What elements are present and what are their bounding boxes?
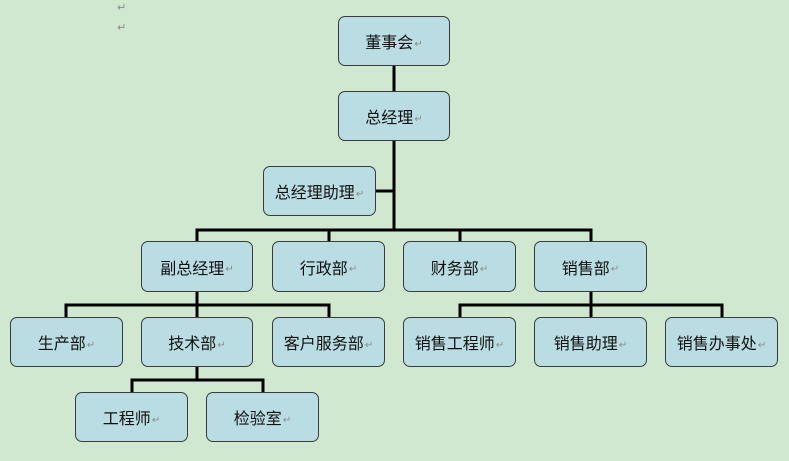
node-sales-office[interactable]: 销售办事处↵ [665,317,778,367]
node-gm-assistant[interactable]: 总经理助理↵ [263,166,376,216]
paragraph-mark: ↵ [364,339,374,351]
paragraph-mark: ↵ [282,414,292,426]
node-label: 总经理助理 [274,183,355,202]
node-label: 销售工程师 [414,334,495,353]
node-customer-service[interactable]: 客户服务部↵ [272,317,385,367]
node-board[interactable]: 董事会↵ [338,16,450,66]
node-label: 销售办事处 [676,334,757,353]
paragraph-mark: ↵ [151,414,161,426]
node-inspection[interactable]: 检验室↵ [206,392,319,442]
node-sales[interactable]: 销售部↵ [534,241,647,292]
paragraph-mark: ↵ [495,339,505,351]
node-label: 副总经理 [160,258,225,278]
paragraph-mark: ↵ [225,264,234,275]
node-label: 财务部 [430,258,479,278]
paragraph-mark: ↵ [355,188,365,200]
node-label: 客户服务部 [283,334,364,353]
paragraph-mark: ↵ [479,264,489,275]
node-gm[interactable]: 总经理↵ [338,91,450,141]
paragraph-mark: ↵ [117,1,127,14]
node-label: 检验室 [233,409,282,428]
node-admin[interactable]: 行政部↵ [272,241,385,292]
paragraph-mark: ↵ [757,339,767,351]
paragraph-mark: ↵ [348,264,358,275]
node-label: 行政部 [299,258,348,278]
paragraph-mark: ↵ [217,339,226,351]
paragraph-mark: ↵ [86,339,96,351]
paragraph-mark: ↵ [610,264,620,275]
node-label: 总经理 [365,108,414,127]
node-sales-engineer[interactable]: 销售工程师↵ [403,317,516,367]
node-finance[interactable]: 财务部↵ [403,241,516,292]
node-label: 董事会 [365,33,414,52]
node-engineer[interactable]: 工程师↵ [75,392,188,442]
node-sales-assistant[interactable]: 销售助理↵ [534,317,647,367]
node-label: 工程师 [102,409,151,428]
node-label: 销售部 [561,258,610,278]
paragraph-mark: ↵ [414,113,423,125]
node-vice-gm[interactable]: 副总经理↵ [141,241,253,292]
paragraph-mark: ↵ [117,21,127,34]
node-label: 生产部 [37,334,86,353]
paragraph-mark: ↵ [618,339,628,351]
node-label: 销售助理 [553,334,618,353]
node-label: 技术部 [168,334,217,353]
node-production[interactable]: 生产部↵ [10,317,123,367]
paragraph-mark: ↵ [414,38,423,50]
node-tech[interactable]: 技术部↵ [141,317,253,367]
